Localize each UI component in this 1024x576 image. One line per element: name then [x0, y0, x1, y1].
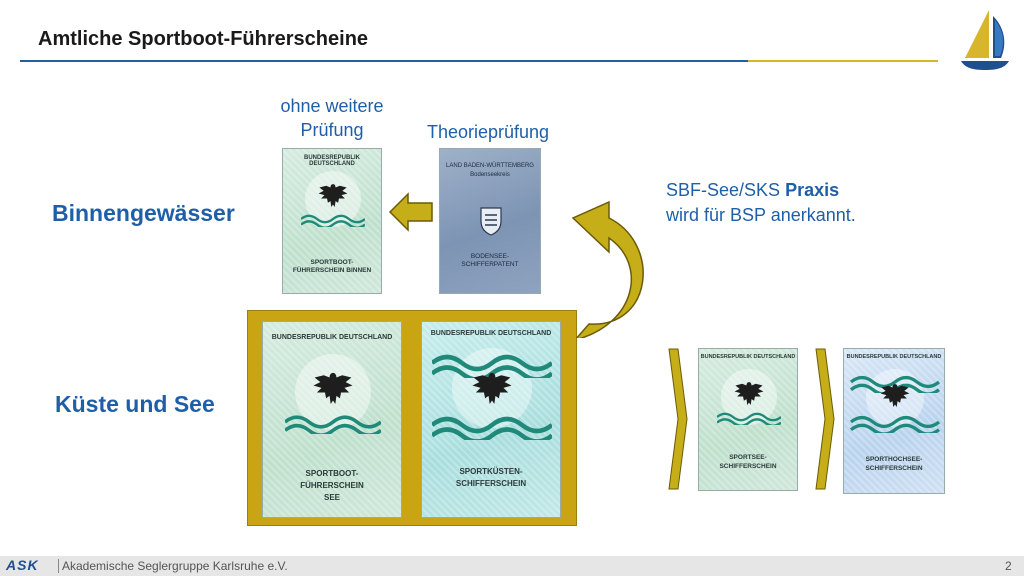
waves-icon — [432, 410, 552, 440]
card-bsp: LAND BADEN-WÜRTTEMBERG Bodenseekreis BOD… — [439, 148, 541, 294]
eagle-icon — [316, 179, 350, 213]
card-sss-header: BUNDESREPUBLIK DEUTSCHLAND — [700, 354, 796, 360]
footer-org: Akademische Seglergruppe Karlsruhe e.V. — [62, 559, 288, 573]
waves-icon — [285, 410, 381, 434]
card-bsp-name: BODENSEE- SCHIFFERPATENT — [461, 253, 519, 268]
card-sbf-binnen-header: BUNDESREPUBLIK DEUTSCHLAND — [303, 155, 360, 167]
eagle-icon — [878, 379, 912, 413]
card-sbf-see-header: BUNDESREPUBLIK DEUTSCHLAND — [271, 334, 393, 341]
title-rule-gold — [748, 60, 938, 62]
region-inland-label: Binnengewässer — [52, 200, 235, 226]
card-sbf-see-name: SPORTBOOT- FÜHRERSCHEIN SEE — [300, 469, 364, 502]
slide-title: Amtliche Sportboot-Führerscheine — [38, 28, 369, 50]
card-sks-header: BUNDESREPUBLIK DEUTSCHLAND — [430, 330, 552, 337]
sailboat-logo-icon — [961, 10, 1009, 70]
curved-arrow-icon — [571, 200, 644, 338]
card-sbf-binnen-name: SPORTBOOT- FÜHRERSCHEIN BINNEN — [292, 259, 372, 274]
theory-exam-label: Theorieprüfung — [426, 122, 550, 142]
title-rule-blue — [20, 60, 748, 62]
card-sbf-binnen: BUNDESREPUBLIK DEUTSCHLAND SPORTBOOT- FÜ… — [282, 148, 382, 294]
waves-icon — [717, 409, 781, 425]
practice-note-bold: Praxis — [785, 180, 840, 200]
card-shs: BUNDESREPUBLIK DEUTSCHLAND SPORTHOCHSEE-… — [843, 348, 945, 494]
eagle-icon — [732, 377, 766, 411]
waves-icon — [301, 211, 365, 227]
practice-note: SBF-See/SKS Praxis wird für BSP anerkann… — [666, 178, 926, 228]
card-sks: BUNDESREPUBLIK DEUTSCHLAND SPORTKÜSTEN- … — [421, 321, 561, 518]
footer-divider — [58, 559, 59, 573]
card-sks-name: SPORTKÜSTEN- SCHIFFERSCHEIN — [455, 467, 527, 488]
card-sss: BUNDESREPUBLIK DEUTSCHLAND SPORTSEE- SCH… — [698, 348, 798, 491]
practice-note-rest: wird für BSP anerkannt. — [666, 205, 856, 225]
chevron-right-icon — [815, 348, 835, 490]
eagle-icon — [310, 366, 356, 412]
page-number: 2 — [1005, 559, 1012, 573]
card-shs-name: SPORTHOCHSEE- SCHIFFERSCHEIN — [865, 456, 923, 472]
footer-logo: ASK — [6, 557, 39, 573]
card-sss-name: SPORTSEE- SCHIFFERSCHEIN — [719, 454, 777, 470]
arrow-left-icon — [388, 192, 433, 232]
no-exam-label: ohne weitere Prüfung — [280, 96, 384, 140]
card-bsp-header: LAND BADEN-WÜRTTEMBERG — [446, 163, 534, 169]
coat-of-arms-icon — [480, 207, 502, 236]
card-sbf-see: BUNDESREPUBLIK DEUTSCHLAND SPORTBOOT- FÜ… — [262, 321, 402, 518]
chevron-right-icon — [668, 348, 688, 490]
practice-note-prefix: SBF-See/SKS — [666, 180, 786, 200]
card-bsp-subheader: Bodenseekreis — [470, 172, 510, 178]
region-coast-label: Küste und See — [55, 391, 215, 417]
footer-bar — [0, 556, 1024, 576]
waves-icon — [850, 411, 940, 433]
eagle-icon — [469, 366, 515, 412]
card-shs-header: BUNDESREPUBLIK DEUTSCHLAND — [846, 354, 942, 360]
